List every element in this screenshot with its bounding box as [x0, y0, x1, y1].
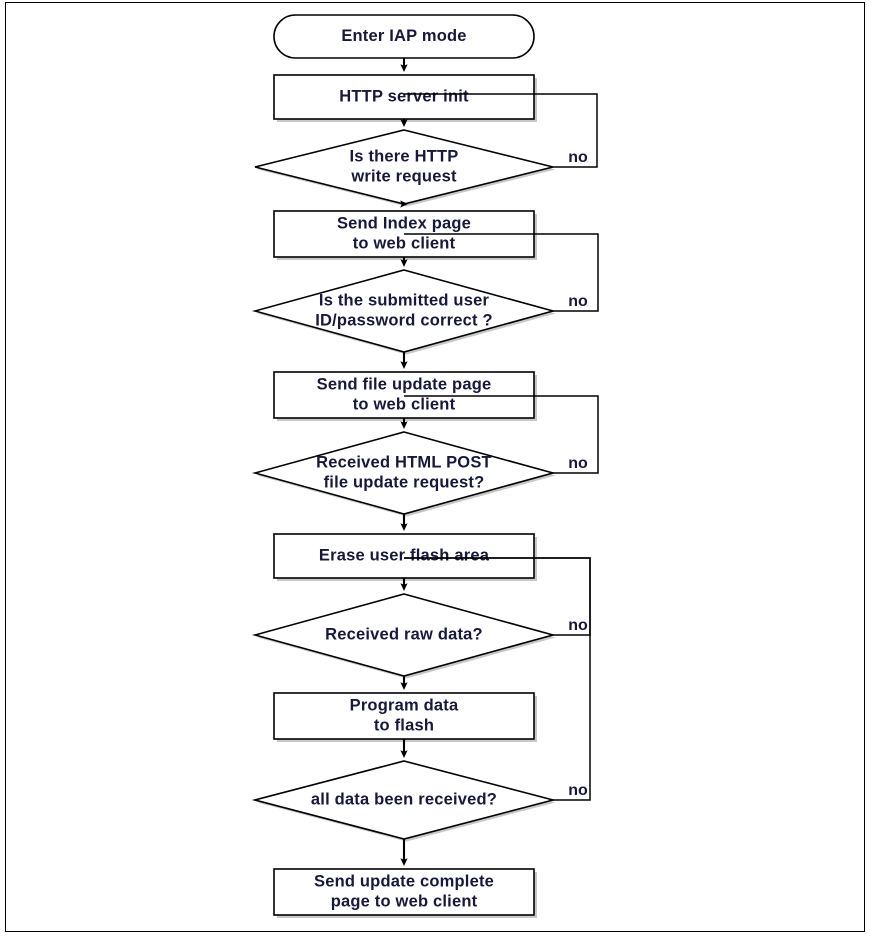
node-label: write request [350, 167, 457, 185]
node-label: Received raw data? [325, 625, 483, 643]
edge-label-no: no [568, 455, 588, 472]
node-label: ID/password correct ? [315, 311, 493, 329]
node-label: Program data [350, 696, 459, 714]
labels-layer: no no no no no [568, 149, 588, 799]
node-erase_flash[interactable]: Erase user flash area [273, 533, 537, 581]
node-dec_http_write[interactable]: Is there HTTP write request [254, 129, 556, 207]
node-label: Enter IAP mode [341, 27, 466, 45]
node-label: Is the submitted user [319, 291, 490, 309]
process-box [273, 533, 535, 579]
node-label: to web client [353, 395, 456, 413]
node-dec_post_request[interactable]: Received HTML POST file update request? [251, 431, 557, 517]
node-label: Is there HTTP [350, 147, 459, 165]
node-label: to flash [374, 716, 434, 734]
node-send_complete[interactable]: Send update complete page to web client [273, 868, 537, 918]
node-start[interactable]: Enter IAP mode [273, 14, 535, 59]
edge-e-dec2-loop [404, 233, 599, 312]
edge-label-no: no [568, 293, 588, 310]
process-box [273, 74, 535, 120]
edge-e-dec3-loop [404, 395, 599, 474]
node-label: Send update complete [314, 872, 494, 890]
process-box [273, 371, 535, 419]
node-send_file_update[interactable]: Send file update page to web client [273, 371, 537, 421]
node-label: Erase user flash area [319, 546, 490, 564]
node-label: page to web client [331, 892, 478, 910]
edge-label-no: no [568, 782, 588, 799]
node-label: to web client [353, 234, 456, 252]
process-box [273, 692, 535, 740]
decision-diamond [254, 129, 554, 205]
edge-e-dec5-loop [404, 557, 591, 801]
node-label: file update request? [324, 473, 485, 491]
node-label: all data been received? [311, 790, 497, 808]
process-box [273, 868, 535, 916]
node-dec_raw_data[interactable]: Received raw data? [251, 593, 557, 679]
edge-label-no: no [568, 617, 588, 634]
edges-layer [400, 58, 599, 867]
node-label: Received HTML POST [316, 453, 492, 471]
node-send_index[interactable]: Send Index page to web client [273, 210, 537, 260]
node-label: HTTP server init [339, 87, 469, 105]
node-http_init[interactable]: HTTP server init [273, 74, 537, 122]
edge-e-dec1-loop [404, 93, 598, 168]
node-label: Send file update page [317, 375, 492, 393]
edge-label-no: no [568, 149, 588, 166]
node-dec_all_data[interactable]: all data been received? [251, 760, 557, 842]
node-program_flash[interactable]: Program data to flash [273, 692, 537, 742]
node-label: Send Index page [337, 214, 471, 232]
